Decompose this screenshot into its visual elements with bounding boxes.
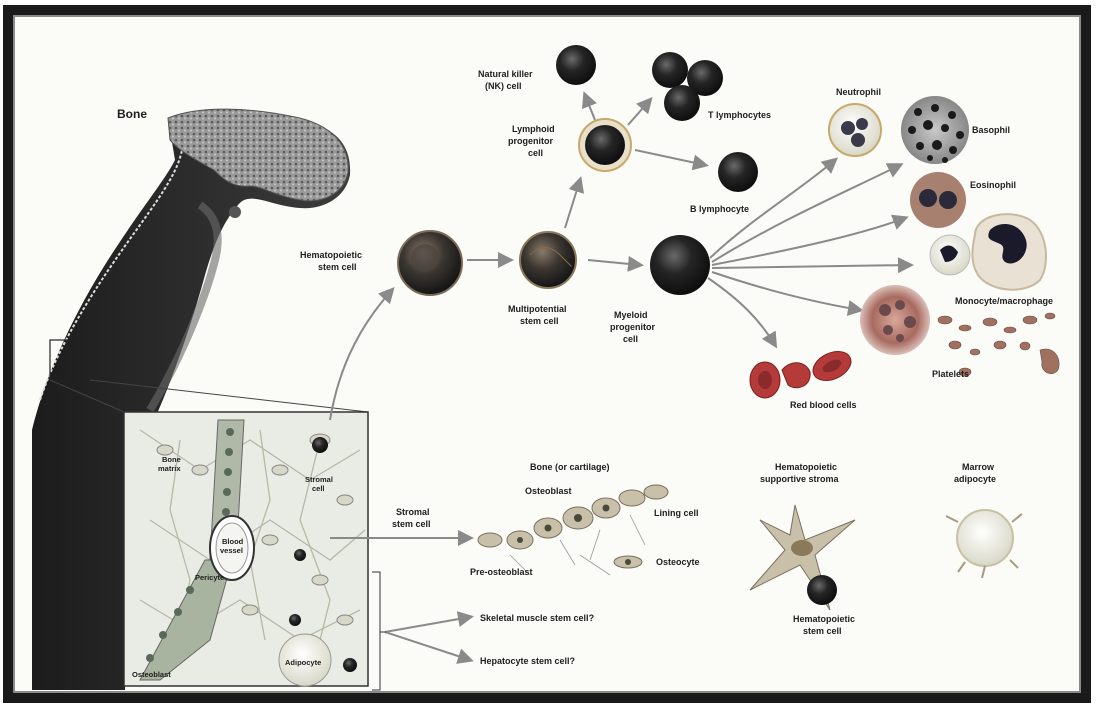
label-hematopoietic-stem-cell-2: Hematopoietic stem cell xyxy=(793,614,858,636)
marrow-adipocyte xyxy=(946,510,1022,578)
basophil xyxy=(901,96,969,164)
multipotential-stem-cell xyxy=(520,232,576,288)
arrow-multipotential-to-myeloid xyxy=(588,260,640,265)
red-blood-cells xyxy=(750,346,856,398)
label-monocyte-macrophage: Monocyte/macrophage xyxy=(955,296,1053,306)
b-lymphocyte xyxy=(718,152,758,192)
arrow-myeloid-to-eosinophil xyxy=(712,218,905,265)
label-blood-vessel: Blood vessel xyxy=(220,537,245,555)
inset-dark-cell xyxy=(289,614,301,626)
arrow-lymphoid-to-b xyxy=(635,150,705,165)
arrow-inset-to-hsc xyxy=(330,290,392,420)
arrow-myeloid-to-platelets xyxy=(712,272,860,310)
inset-dark-cell xyxy=(294,549,306,561)
label-pericyte: Pericyte xyxy=(195,573,224,582)
bone-cartilage-cells xyxy=(478,485,668,575)
arrow-lymphoid-to-t xyxy=(628,100,650,125)
marrow-inset: Bone matrix Stromal cell Blood vessel Pe… xyxy=(124,412,368,686)
label-osteocyte: Osteocyte xyxy=(656,557,700,567)
label-nk-cell: Natural killer (NK) cell xyxy=(478,69,535,91)
label-hematopoietic-stem-cell: Hematopoietic stem cell xyxy=(300,250,365,272)
label-lining-cell: Lining cell xyxy=(654,508,699,518)
label-stromal-stem-cell: Stromal stem cell xyxy=(392,507,432,529)
label-myeloid-progenitor-cell: Myeloid progenitor cell xyxy=(610,310,658,344)
label-neutrophil: Neutrophil xyxy=(836,87,881,97)
inset-hematopoietic-cell xyxy=(312,437,328,453)
hematopoietic-stem-cell xyxy=(398,231,462,295)
label-osteoblast: Osteoblast xyxy=(525,486,572,496)
label-marrow-adipocyte: Marrow adipocyte xyxy=(954,462,997,484)
label-t-lymphocytes: T lymphocytes xyxy=(708,110,771,120)
label-red-blood-cells: Red blood cells xyxy=(790,400,857,410)
lymphoid-progenitor-cell xyxy=(579,119,631,171)
label-lymphoid-progenitor-cell: Lymphoid progenitor cell xyxy=(508,124,557,158)
label-bone: Bone xyxy=(117,107,147,121)
label-osteoblast-inset: Osteoblast xyxy=(132,670,171,679)
arrow-to-hepatocyte xyxy=(385,632,470,660)
arrow-myeloid-to-monocyte xyxy=(712,265,910,268)
arrow-to-skeletal-muscle xyxy=(385,617,470,632)
label-adipocyte: Adipocyte xyxy=(285,658,321,667)
arrow-multipotential-to-lymphoid xyxy=(565,180,580,228)
label-multipotential-stem-cell: Multipotential stem cell xyxy=(508,304,569,326)
label-platelets: Platelets xyxy=(932,369,969,379)
arrow-lymphoid-to-nk xyxy=(585,95,595,120)
supportive-stroma-cell xyxy=(750,505,855,610)
bone-nutrient-foramen xyxy=(229,206,241,218)
label-b-lymphocyte: B lymphocyte xyxy=(690,204,749,214)
label-pre-osteoblast: Pre-osteoblast xyxy=(470,567,533,577)
eosinophil xyxy=(910,172,966,228)
label-bone-matrix: Bone matrix xyxy=(158,455,183,473)
label-hepatocyte: Hepatocyte stem cell? xyxy=(480,656,575,666)
bracket xyxy=(372,572,380,690)
label-skeletal-muscle: Skeletal muscle stem cell? xyxy=(480,613,594,623)
label-basophil: Basophil xyxy=(972,125,1010,135)
inset-dark-cell xyxy=(343,658,357,672)
myeloid-progenitor-cell xyxy=(650,235,710,295)
nk-cell xyxy=(556,45,596,85)
label-bone-or-cartilage: Bone (or cartilage) xyxy=(530,462,610,472)
label-eosinophil: Eosinophil xyxy=(970,180,1016,190)
label-hematopoietic-supportive-stroma: Hematopoietic supportive stroma xyxy=(760,462,840,484)
neutrophil xyxy=(829,104,881,156)
